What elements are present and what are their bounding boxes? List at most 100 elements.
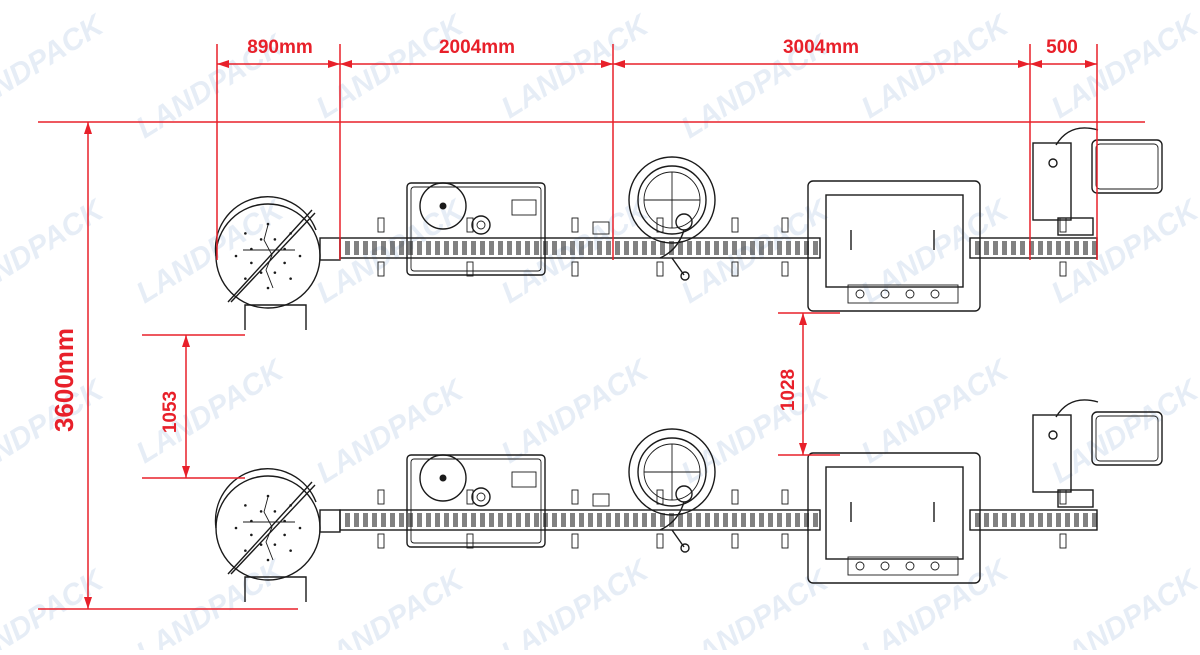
conveyor-slat [687,513,692,527]
generator-cabinet [1032,414,1072,493]
conveyor-slat [498,241,503,255]
conveyor-leg [731,489,739,505]
dim-label-500: 500 [1046,37,1078,58]
conveyor-slat [723,513,728,527]
conveyor-leg [781,533,789,549]
conveyor-leg [781,217,789,233]
conveyor-slat [399,241,404,255]
conveyor-slat [1020,513,1025,527]
conveyor-slat [1092,241,1097,255]
conveyor-slat [426,513,431,527]
filling-machine-frame [406,182,546,276]
conveyor-slat [723,241,728,255]
turntable-dot [244,504,247,507]
conveyor-slat [678,241,683,255]
conveyor-slat [651,241,656,255]
watermark-text: LANDPACK [311,8,471,125]
conveyor-slat [525,241,530,255]
filling-pump [471,487,491,507]
dim-label-1053: 1053 [160,391,181,433]
dim-label-2004: 2004mm [439,37,515,58]
filling-panel [511,199,537,216]
filling-machine-frame [406,454,546,548]
labeler-knob [930,561,940,571]
watermark-text: LANDPACK [1046,563,1200,650]
conveyor-leg [656,261,664,277]
filling-machine-inner [410,186,542,272]
turntable-outlet [319,509,341,533]
conveyor-slat [813,241,818,255]
labeler-knob [930,289,940,299]
conveyor-slat [480,241,485,255]
conveyor-slat [579,513,584,527]
conveyor-slat [435,241,440,255]
conveyor-slat [444,241,449,255]
production-line-bottom [214,399,1163,602]
turntable-dot [273,510,277,513]
conveyor-slat [615,513,620,527]
generator-tank [1091,139,1163,194]
conveyor-slat [705,513,710,527]
turntable-dot [244,549,247,552]
dim-label-1028: 1028 [778,369,799,411]
cap-chute [659,501,685,531]
conveyor-slat [372,241,377,255]
conveyor-slat [642,241,647,255]
conveyor-slat [534,241,539,255]
conveyor-slat [768,241,773,255]
filling-tank-center [439,474,447,482]
conveyor-slat [399,513,404,527]
conveyor-slat [588,241,593,255]
watermark-text: LANDPACK [676,563,836,650]
conveyor-slat [588,513,593,527]
turntable-dot [259,238,263,241]
watermark-text: LANDPACK [856,553,1016,650]
cap-arm [671,529,685,548]
conveyor-slat [1074,241,1079,255]
turntable-dot [266,558,270,562]
conveyor-slat [741,241,746,255]
conveyor-slat [606,241,611,255]
conveyor-slat [498,513,503,527]
conveyor-leg [466,217,474,233]
conveyor-leg [781,489,789,505]
conveyor-slat [615,241,620,255]
dim-label-3004: 3004mm [783,37,859,58]
production-line-top [214,127,1163,330]
conveyor-frame [339,509,821,531]
watermark-text: LANDPACK [311,563,471,650]
cap-arm-end [680,271,690,281]
turntable-dot [259,271,263,274]
turntable-dot [283,533,286,537]
conveyor-leg [466,533,474,549]
conveyor-slat [795,241,800,255]
watermark-text: LANDPACK [1046,373,1200,490]
conveyor-slat [390,241,395,255]
unscrambler-base [244,576,307,602]
conveyor-slat [669,513,674,527]
turntable-divider [227,209,313,303]
conveyor-slat [1092,513,1097,527]
conveyor-slat [570,513,575,527]
conveyor-slat [1038,513,1043,527]
turntable-dot [289,504,292,507]
turntable-dot [273,271,277,274]
conveyor-slat [705,241,710,255]
conveyor-slat [570,241,575,255]
conveyor-slat [777,241,782,255]
labeler-controls [847,284,959,304]
conveyor-slat [750,241,755,255]
conveyor-slat [561,241,566,255]
conveyor-leg [571,489,579,505]
cap-feeder-mid [637,437,707,507]
turntable-dot [298,526,302,530]
turntable-dot [250,247,253,251]
conveyor-slat [579,241,584,255]
conveyor-slat [1056,513,1061,527]
turntable-guide [263,496,274,561]
conveyor-slat [993,513,998,527]
watermark-text: LANDPACK [131,193,291,310]
conveyor-slat [1083,513,1088,527]
turntable-divider [227,481,313,575]
